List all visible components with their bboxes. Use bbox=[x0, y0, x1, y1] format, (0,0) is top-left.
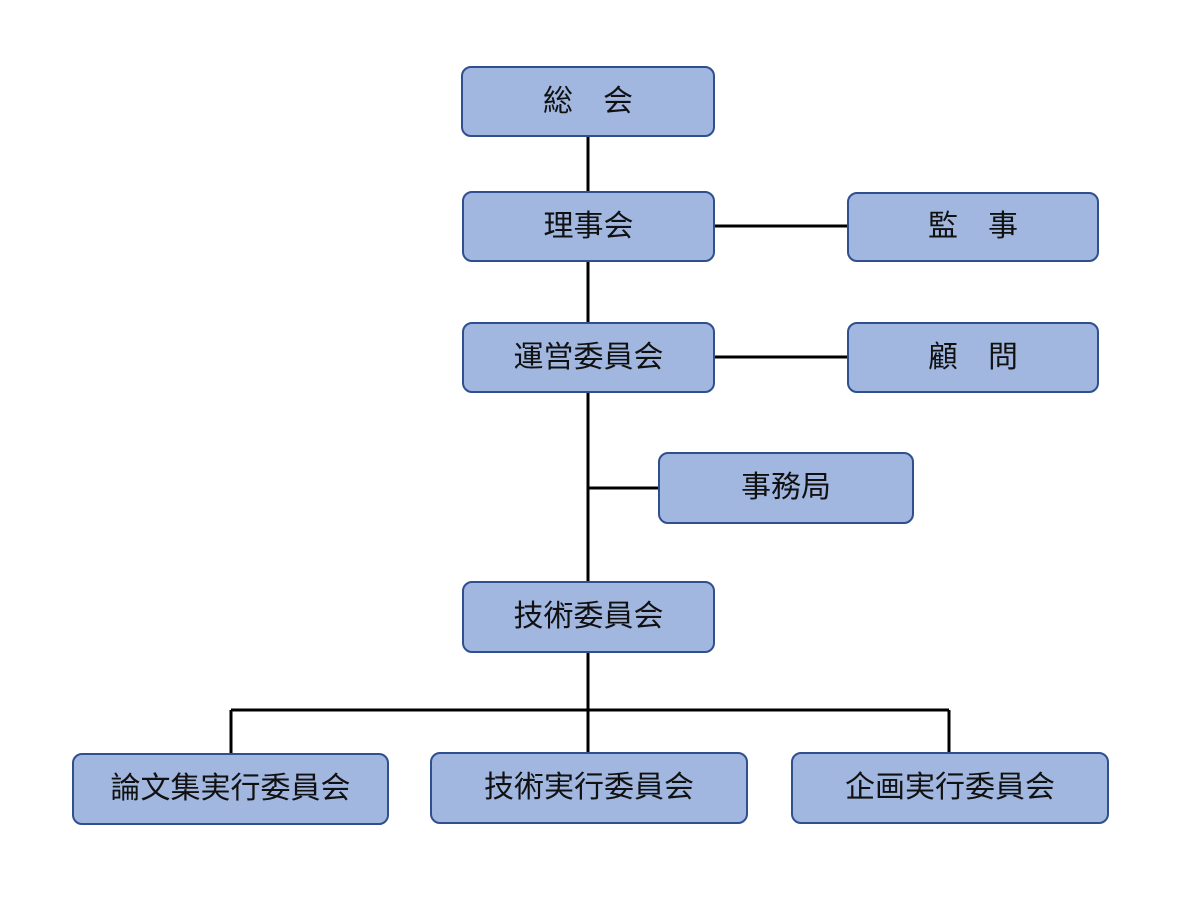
general-assembly-box: 総 会 bbox=[461, 66, 715, 137]
secretariat-box: 事務局 bbox=[658, 452, 914, 524]
general-assembly-label: 総 会 bbox=[543, 83, 633, 119]
board-of-directors-box: 理事会 bbox=[462, 191, 715, 262]
advisor-box: 顧 問 bbox=[847, 322, 1099, 393]
board-of-directors-label: 理事会 bbox=[543, 208, 634, 244]
auditor-box: 監 事 bbox=[847, 192, 1099, 262]
planning-committee-box: 企画実行委員会 bbox=[791, 752, 1109, 824]
planning-committee-label: 企画実行委員会 bbox=[845, 770, 1055, 805]
technical-exec-committee-box: 技術実行委員会 bbox=[430, 752, 748, 824]
technical-committee-label: 技術委員会 bbox=[513, 599, 664, 634]
proceedings-committee-label: 論文集実行委員会 bbox=[110, 771, 351, 806]
technical-exec-committee-label: 技術実行委員会 bbox=[484, 770, 694, 805]
technical-committee-box: 技術委員会 bbox=[462, 581, 715, 653]
steering-committee-label: 運営委員会 bbox=[513, 339, 664, 375]
advisor-label: 顧 問 bbox=[928, 339, 1018, 375]
auditor-label: 監 事 bbox=[928, 209, 1018, 244]
secretariat-label: 事務局 bbox=[741, 470, 831, 505]
steering-committee-box: 運営委員会 bbox=[462, 322, 715, 393]
proceedings-committee-box: 論文集実行委員会 bbox=[72, 753, 389, 825]
